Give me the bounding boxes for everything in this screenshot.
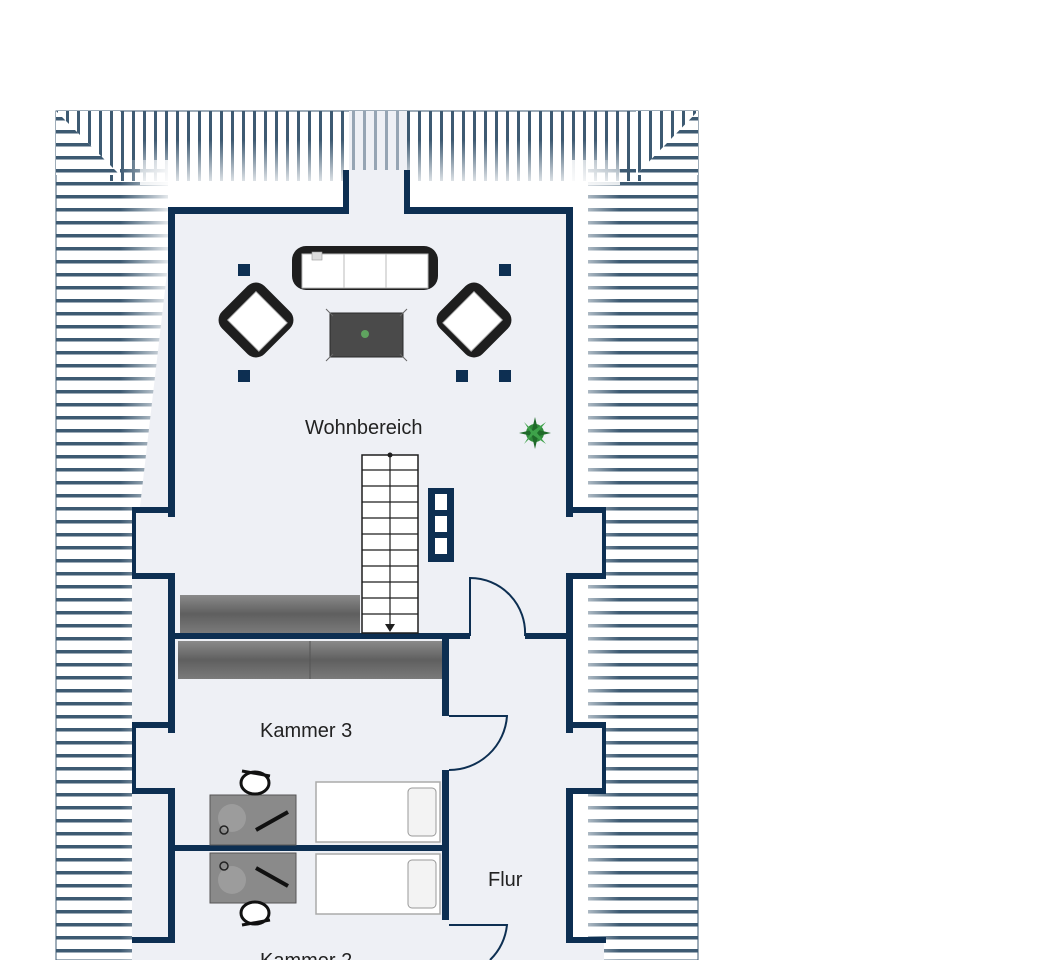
cabinet-wohnbereich — [180, 595, 360, 633]
dormer-right-floor-2 — [567, 728, 604, 790]
wall-interior-h2 — [175, 845, 442, 851]
sofa-icon[interactable] — [292, 246, 438, 290]
window-left-1 — [132, 513, 136, 573]
roof-corner-right-top — [636, 111, 698, 175]
window-left-2 — [132, 728, 136, 788]
cabinets — [178, 595, 442, 679]
wall-left-1 — [168, 207, 175, 517]
wall-interior-h1-right — [525, 633, 567, 639]
bed-icon[interactable] — [315, 853, 441, 915]
wall-right-n1b — [566, 573, 606, 579]
wall-dormer-left — [343, 170, 349, 214]
coffee-table-icon[interactable] — [325, 308, 408, 362]
room-label-wohnbereich: Wohnbereich — [305, 417, 422, 439]
speaker-icon — [238, 264, 250, 276]
bed-icon[interactable] — [315, 781, 441, 843]
staircase-icon — [361, 452, 419, 634]
living-furniture — [214, 246, 551, 562]
chair-icon[interactable] — [239, 769, 271, 796]
wall-left-2 — [168, 573, 175, 733]
speaker-icon — [238, 370, 250, 382]
room-label-kammer3: Kammer 3 — [260, 720, 352, 742]
armchair-icon[interactable] — [432, 278, 517, 363]
wall-right-n3 — [566, 937, 606, 943]
wall-top-right — [407, 207, 573, 214]
wall-right-n2 — [566, 722, 606, 728]
dormer-left-floor-3 — [132, 938, 174, 960]
wall-right-n1 — [566, 507, 606, 513]
door-flur-wohnbereich[interactable] — [469, 576, 527, 637]
chair-icon[interactable] — [239, 900, 271, 927]
speaker-icon — [456, 370, 468, 382]
plant-icon — [519, 417, 551, 449]
speaker-icon — [499, 264, 511, 276]
dormer-right-floor-3 — [567, 938, 604, 960]
wall-right-3 — [566, 788, 573, 943]
dormer-stripe-mask — [349, 111, 407, 171]
room-label-kammer2: Kammer 2 — [260, 950, 352, 960]
shelf-icon — [428, 488, 454, 562]
wall-left-n1 — [132, 507, 175, 513]
wall-right-2 — [566, 573, 573, 733]
doors — [448, 576, 527, 960]
desk-icon[interactable] — [209, 794, 297, 904]
wall-left-n3 — [132, 937, 175, 943]
window-right-2 — [602, 728, 606, 788]
wall-left-3 — [168, 788, 175, 943]
wall-dormer-right — [404, 170, 410, 214]
wall-right-1 — [566, 207, 573, 517]
door-kammer3[interactable] — [448, 715, 509, 772]
wall-left-n2b — [132, 788, 175, 794]
walls — [132, 170, 606, 943]
dormer-left-floor-2 — [132, 728, 174, 790]
wall-top-left — [168, 207, 349, 214]
speaker-icon — [499, 370, 511, 382]
wall-right-n2b — [566, 788, 606, 794]
roof-corner-left-top — [56, 111, 120, 175]
dormer-right-floor — [567, 512, 604, 576]
wall-left-n2 — [132, 722, 175, 728]
wall-left-n1b — [132, 573, 175, 579]
window-right-1 — [602, 513, 606, 573]
dormer-left-floor — [132, 512, 174, 576]
wall-interior-v2 — [442, 770, 449, 920]
wall-interior-h1 — [175, 633, 470, 639]
room-label-flur: Flur — [488, 869, 523, 891]
bedroom-furniture — [209, 769, 441, 927]
door-kammer2[interactable] — [449, 924, 509, 960]
armchair-icon[interactable] — [214, 278, 299, 363]
wall-interior-v1 — [442, 639, 449, 716]
